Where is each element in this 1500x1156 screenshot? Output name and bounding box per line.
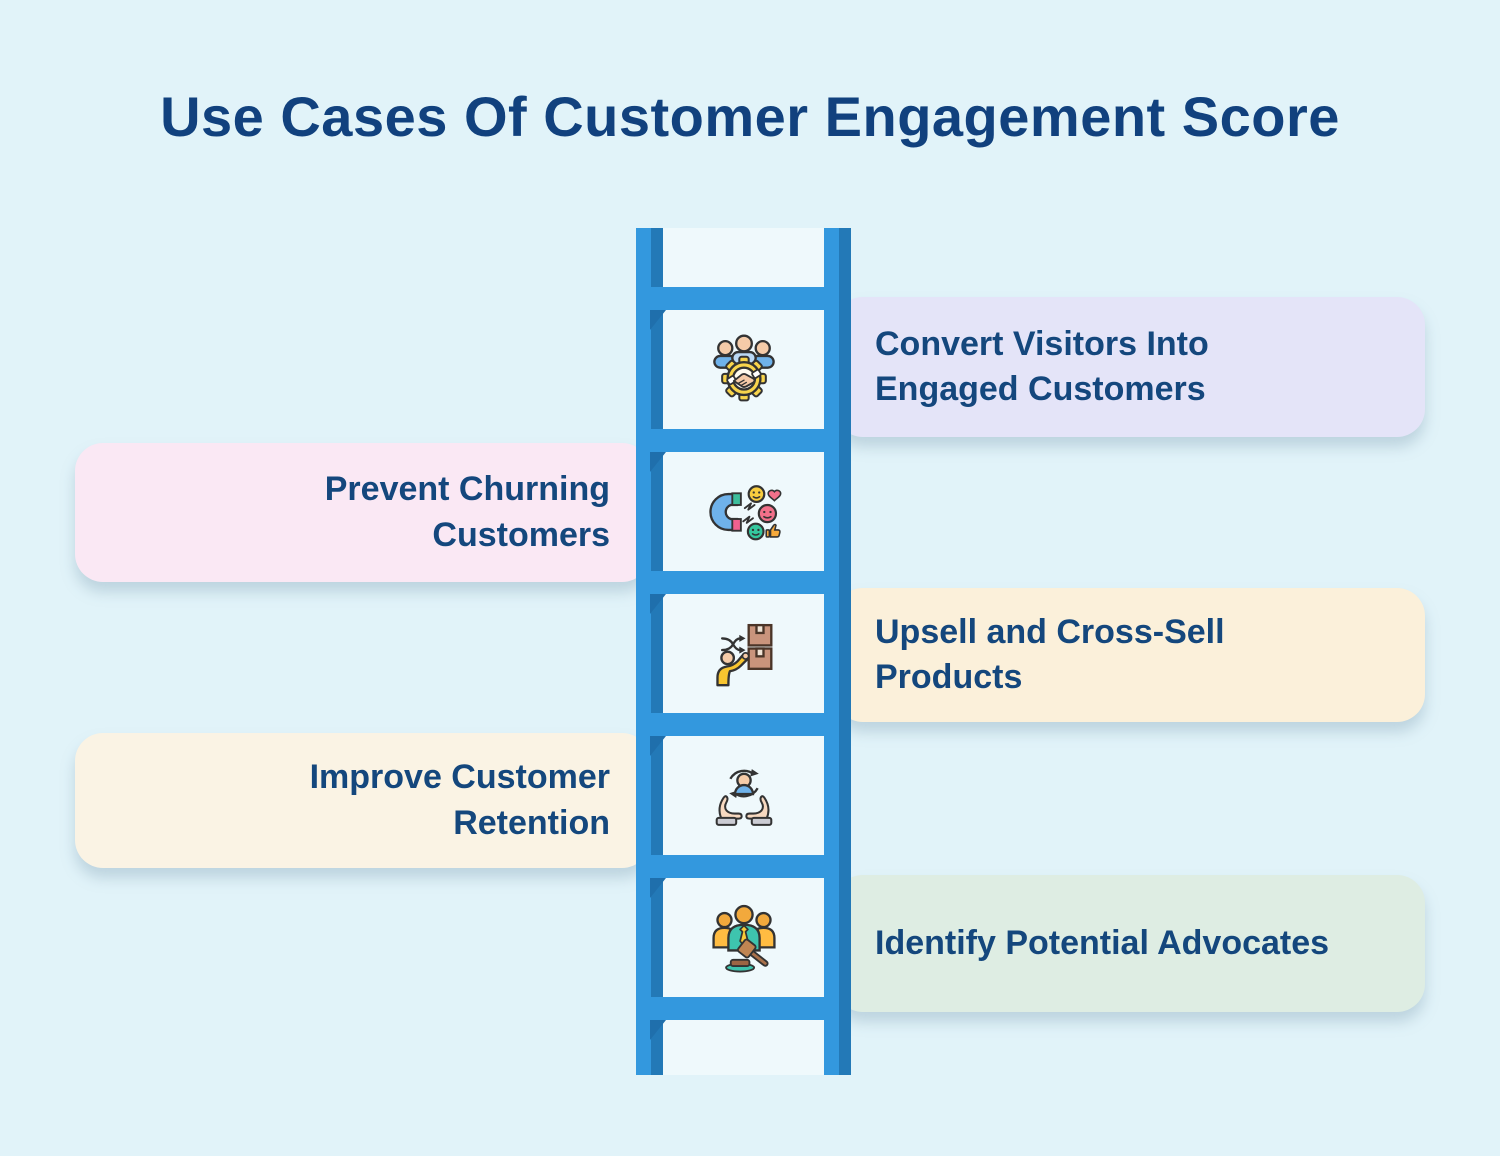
ladder-right-rail (824, 228, 851, 1075)
advocates-gavel-icon (663, 878, 824, 997)
use-case-label: Prevent Churning Customers (324, 470, 610, 554)
ladder-rung (650, 855, 830, 898)
ladder-rung (650, 713, 830, 756)
use-case-label: Upsell and Cross-Sell Products (875, 612, 1225, 696)
use-case-card-identify-advocates: Identify Potential Advocates (835, 875, 1425, 1012)
ladder-left-rail (636, 228, 663, 1075)
use-case-label: Improve Customer Retention (309, 758, 610, 842)
cross-sell-products-icon (663, 594, 824, 713)
use-case-label: Convert Visitors Into Engaged Customers (875, 324, 1209, 408)
use-case-card-prevent-churn: Prevent Churning Customers (75, 443, 650, 582)
ladder-rung (650, 287, 830, 330)
team-handshake-gear-icon (663, 310, 824, 429)
customer-retention-hands-icon (663, 736, 824, 855)
ladder-rung (650, 997, 830, 1040)
use-case-card-improve-retention: Improve Customer Retention (75, 733, 650, 868)
magnet-attracting-customers-icon (663, 452, 824, 571)
use-case-card-convert-visitors: Convert Visitors Into Engaged Customers (835, 297, 1425, 437)
page-title: Use Cases Of Customer Engagement Score (160, 85, 1340, 148)
use-case-label: Identify Potential Advocates (875, 923, 1330, 962)
use-case-card-upsell-cross-sell: Upsell and Cross-Sell Products (835, 588, 1425, 722)
ladder-rung (650, 429, 830, 472)
ladder-rung (650, 571, 830, 614)
